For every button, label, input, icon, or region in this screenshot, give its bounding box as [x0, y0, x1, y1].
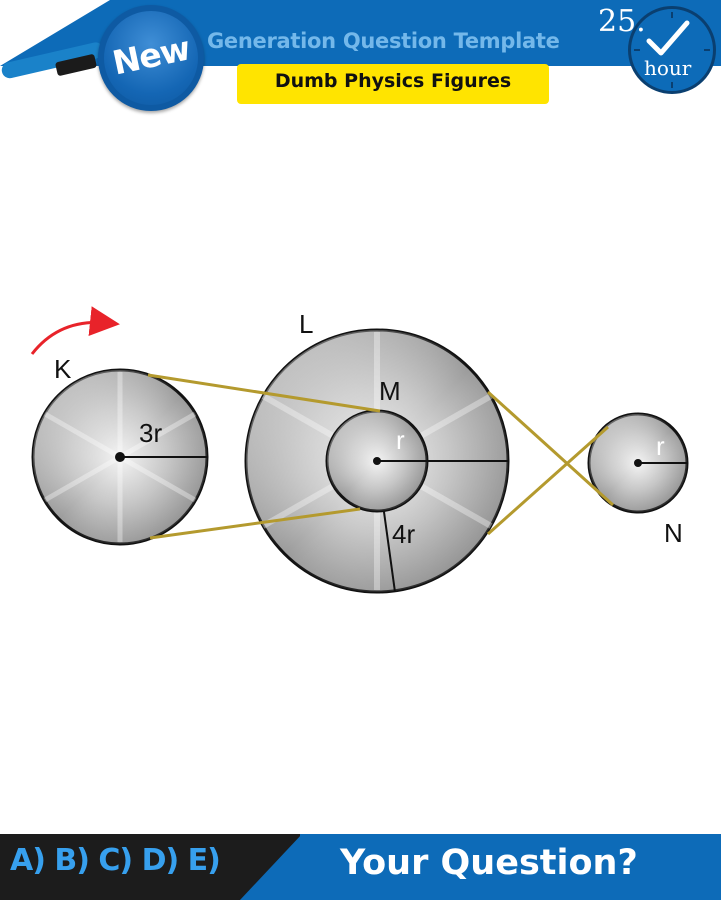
- label-K-radius: 3r: [139, 418, 162, 448]
- footer-slant: [240, 834, 302, 900]
- label-L: L: [299, 309, 313, 339]
- label-M: M: [379, 376, 401, 406]
- clock-unit: hour: [644, 56, 692, 80]
- label-M-radius: r: [396, 425, 405, 455]
- wheel-K: [31, 368, 209, 546]
- subtitle-banner: [237, 64, 549, 104]
- label-N-radius: r: [656, 431, 665, 461]
- label-L-radius: 4r: [392, 519, 415, 549]
- label-K: K: [54, 354, 72, 384]
- footer-right-band: [300, 834, 721, 900]
- clock-number: 25.: [598, 4, 646, 39]
- new-badge: [104, 11, 198, 105]
- clock-icon: [628, 6, 716, 94]
- belt-L-N-crossed: [486, 390, 615, 536]
- answer-choices: A) B) C) D) E): [10, 843, 221, 878]
- belt-K-M: [147, 373, 381, 540]
- rotation-arrow: [30, 306, 120, 355]
- question-prompt: Your Question?: [340, 843, 638, 883]
- clock-check-icon: [634, 12, 710, 88]
- wheel-N: [587, 412, 689, 514]
- subtitle-label: Dumb Physics Figures: [274, 70, 512, 92]
- page-title: Generation Question Template: [207, 29, 560, 53]
- label-N: N: [664, 518, 683, 548]
- wheel-M: [325, 409, 429, 513]
